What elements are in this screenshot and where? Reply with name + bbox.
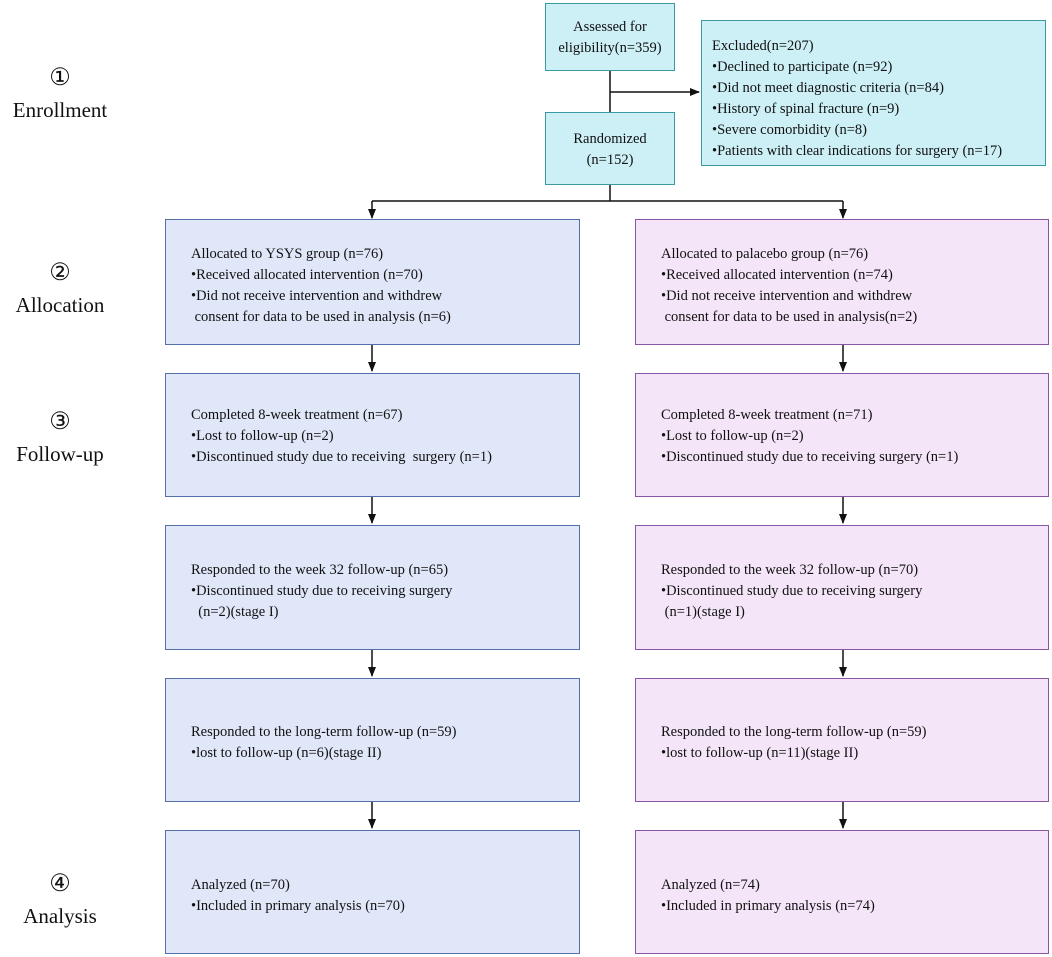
ysys-8week-box: Completed 8-week treatment (n=67) •Lost … [165,373,580,497]
stage-number-allocation: ② [49,260,71,286]
placebo-8week-box: Completed 8-week treatment (n=71) •Lost … [635,373,1049,497]
ysys-longterm-line: Responded to the long-term follow-up (n=… [191,724,457,740]
randomized-line-1: Randomized [573,131,647,147]
excluded-item: •Declined to participate (n=92) [712,59,893,75]
stage-number-enrollment: ① [49,65,71,91]
excluded-item: •Severe comorbidity (n=8) [712,122,867,138]
excluded-item: •Patients with clear indications for sur… [712,143,1003,159]
placebo-allocation-line: •Did not receive intervention and withdr… [661,288,913,304]
placebo-week32-line: Responded to the week 32 follow-up (n=70… [661,562,919,578]
placebo-allocation-line: consent for data to be used in analysis(… [661,309,918,325]
ysys-week32-box: Responded to the week 32 follow-up (n=65… [165,525,580,650]
ysys-allocation-line: •Did not receive intervention and withdr… [191,288,443,304]
ysys-week32-line: Responded to the week 32 follow-up (n=65… [191,562,449,578]
assessed-line-2: eligibility(n=359) [558,40,662,56]
ysys-8week-line: Completed 8-week treatment (n=67) [191,407,403,423]
assessed-box: Assessed for eligibility(n=359) [545,3,675,71]
ysys-week32-line: •Discontinued study due to receiving sur… [191,583,453,599]
randomized-box: Randomized (n=152) [545,112,675,185]
placebo-week32-box: Responded to the week 32 follow-up (n=70… [635,525,1049,650]
excluded-item: •History of spinal fracture (n=9) [712,101,900,117]
placebo-8week-line: Completed 8-week treatment (n=71) [661,407,873,423]
ysys-analysis-box: Analyzed (n=70) •Included in primary ana… [165,830,580,954]
placebo-analysis-line: Analyzed (n=74) [661,877,760,893]
ysys-8week-line: •Discontinued study due to receiving sur… [191,449,492,465]
placebo-allocation-box: Allocated to palacebo group (n=76) •Rece… [635,219,1049,345]
assessed-line-1: Assessed for [573,19,647,35]
placebo-allocation-line: Allocated to palacebo group (n=76) [661,246,869,262]
excluded-item: •Did not meet diagnostic criteria (n=84) [712,80,944,96]
ysys-8week-line: •Lost to follow-up (n=2) [191,428,334,444]
excluded-title: Excluded(n=207) [712,38,814,54]
ysys-longterm-line: •lost to follow-up (n=6)(stage II) [191,745,382,761]
placebo-allocation-line: •Received allocated intervention (n=74) [661,267,893,283]
stage-name-analysis: Analysis [23,904,97,928]
stage-name-allocation: Allocation [15,293,105,317]
ysys-allocation-box: Allocated to YSYS group (n=76) •Received… [165,219,580,345]
placebo-longterm-box: Responded to the long-term follow-up (n=… [635,678,1049,802]
placebo-analysis-box: Analyzed (n=74) •Included in primary ana… [635,830,1049,954]
stage-name-enrollment: Enrollment [12,98,108,122]
ysys-allocation-line: •Received allocated intervention (n=70) [191,267,423,283]
placebo-8week-line: •Discontinued study due to receiving sur… [661,449,959,465]
stage-label-analysis: ④ Analysis [0,868,120,932]
stage-number-follow-up: ③ [49,409,71,435]
ysys-analysis-line: Analyzed (n=70) [191,877,290,893]
stage-number-analysis: ④ [49,871,71,897]
ysys-allocation-line: Allocated to YSYS group (n=76) [191,246,384,262]
placebo-longterm-line: •lost to follow-up (n=11)(stage II) [661,745,859,761]
placebo-8week-line: •Lost to follow-up (n=2) [661,428,804,444]
placebo-week32-line: •Discontinued study due to receiving sur… [661,583,923,599]
ysys-allocation-line: consent for data to be used in analysis … [191,309,451,325]
stage-label-follow-up: ③ Follow-up [0,406,120,470]
stage-label-enrollment: ① Enrollment [0,62,120,126]
placebo-week32-line: (n=1)(stage I) [661,604,745,620]
stage-name-follow-up: Follow-up [16,442,104,466]
placebo-longterm-line: Responded to the long-term follow-up (n=… [661,724,927,740]
placebo-analysis-line: •Included in primary analysis (n=74) [661,898,875,914]
stage-label-allocation: ② Allocation [0,257,120,321]
excluded-box: Excluded(n=207) •Declined to participate… [701,20,1046,166]
ysys-week32-line: (n=2)(stage I) [191,604,279,620]
ysys-analysis-line: •Included in primary analysis (n=70) [191,898,405,914]
ysys-longterm-box: Responded to the long-term follow-up (n=… [165,678,580,802]
randomized-line-2: (n=152) [586,152,634,168]
